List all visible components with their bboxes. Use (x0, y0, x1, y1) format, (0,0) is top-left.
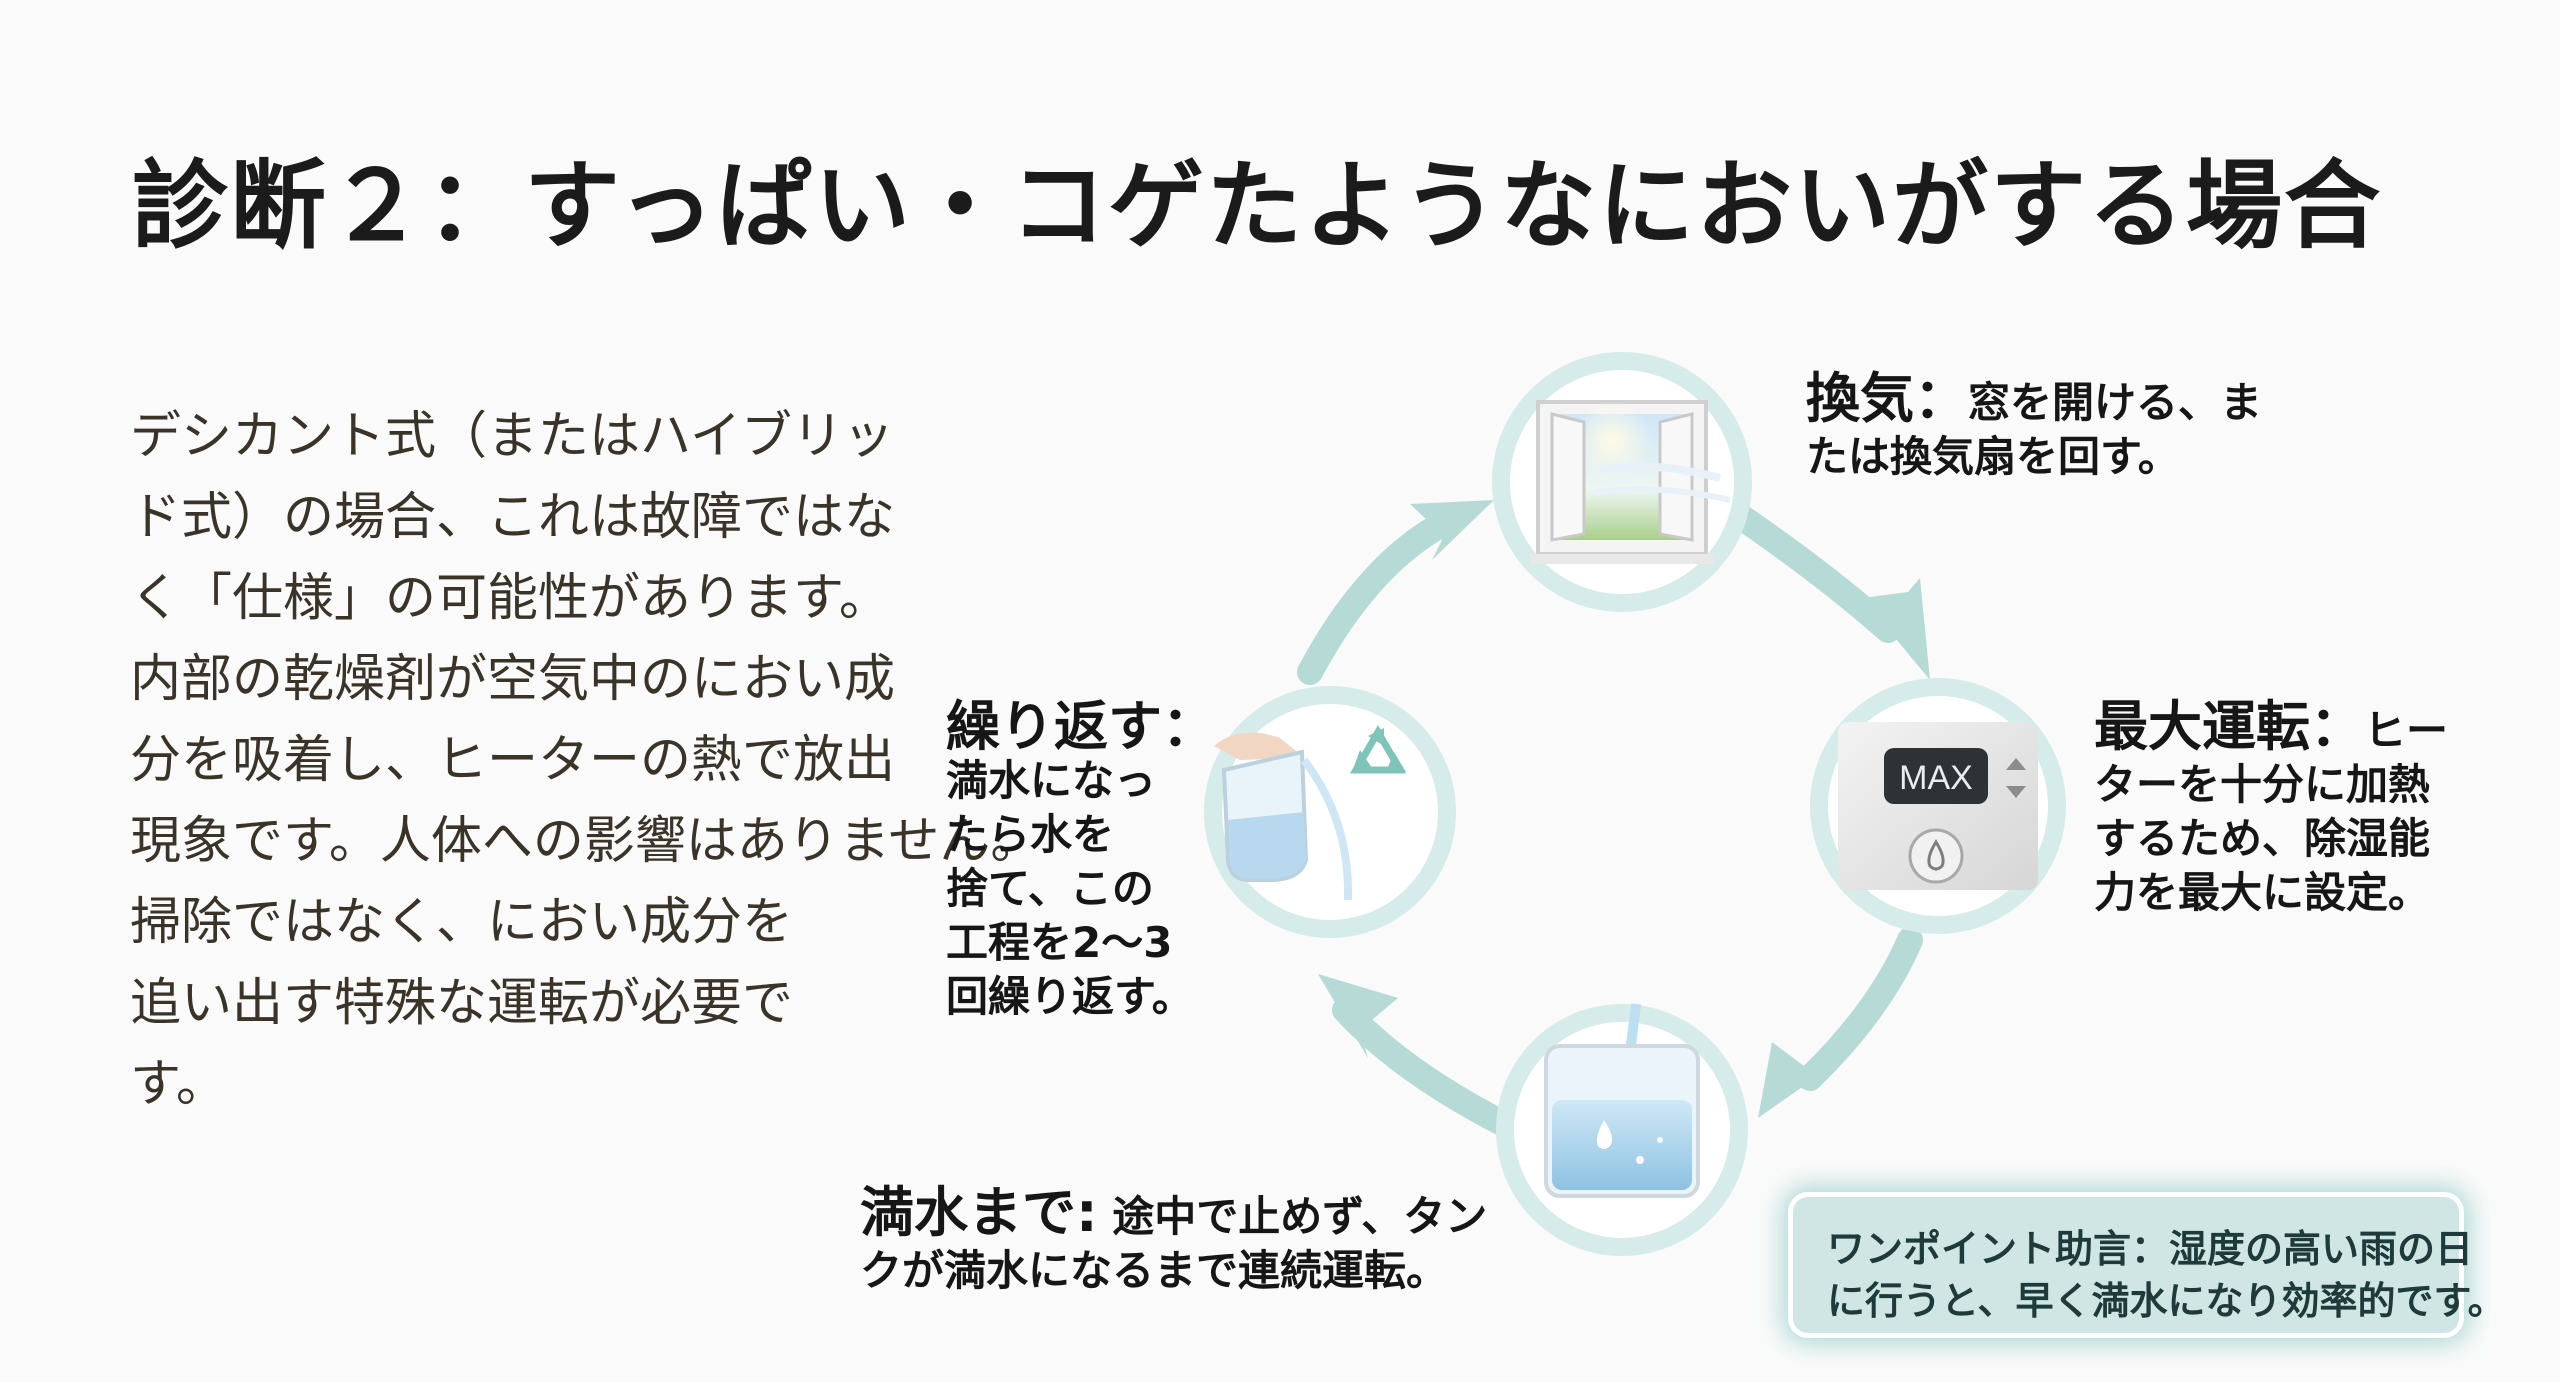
max-operation-node: MAX (1810, 678, 2066, 934)
window-icon (1530, 400, 1731, 564)
step-text: たは換気扇を回す。 (1806, 432, 2180, 481)
step-heading: 繰り返す： (946, 695, 1216, 758)
water-tank-icon (1544, 1003, 1700, 1198)
pouring-pitcher-icon (1214, 732, 1353, 901)
step-label-max-operation: 最大運転：ヒー ターを十分に加熱 するため、除湿能 力を最大に設定。 (2094, 700, 2448, 920)
step-text: するため、除湿能 (2094, 814, 2431, 863)
explanation-line: す。 (130, 1055, 227, 1114)
step-text: ヒー (2364, 706, 2449, 755)
explanation-line: 掃除ではなく、におい成分を (130, 893, 794, 952)
step-text: クが満水になるまで連続運転。 (860, 1246, 1449, 1295)
step-heading: 換気： (1806, 367, 1968, 430)
step-label-repeat: 繰り返す： 満水になっ たら水を 捨て、この 工程を2〜3 回繰り返す。 (946, 700, 1216, 1024)
arrowhead-repeat (1318, 974, 1398, 1058)
explanation-line: く「仕様」の可能性があります。 (130, 569, 890, 628)
explanation-line: 分を吸着し、ヒーターの熱で放出 (130, 731, 896, 790)
explanation-line: 内部の乾燥剤が空気中のにおい成 (130, 650, 896, 709)
arrow-max-to-full (1797, 927, 1923, 1091)
step-text: 回繰り返す。 (946, 972, 1194, 1021)
step-text: 捨て、この (946, 864, 1154, 913)
max-display: MAX (1899, 759, 1973, 797)
explanation-line: 現象です。人体への影響はありません。 (130, 812, 1042, 871)
arrow-full-to-repeat (1332, 997, 1513, 1135)
cycle-arrowheads (1318, 500, 1930, 1118)
tip-line: ワンポイント助言：湿度の高い雨の日 (1827, 1227, 2474, 1271)
ventilation-node (1492, 352, 1752, 612)
step-text: 満水になっ (946, 756, 1157, 805)
step-label-until-full: 満水まで: 途中で止めず、タン クが満水になるまで連続運転。 (860, 1186, 1487, 1298)
repeat-node (1204, 686, 1456, 938)
step-text: たら水を (946, 810, 1115, 859)
step-text: 窓を開ける、ま (1968, 378, 2263, 427)
arrowhead-full (1758, 1042, 1838, 1118)
tip-line: に行うと、早く満水になり効率的です。 (1827, 1279, 2506, 1323)
explanation-line: ド式）の場合、これは故障ではな (130, 488, 896, 547)
explanation-line: 追い出す特殊な運転が必要で (130, 974, 794, 1033)
step-text: 力を最大に設定。 (2094, 868, 2431, 917)
tip-box: ワンポイント助言：湿度の高い雨の日 に行うと、早く満水になり効率的です。 (1788, 1192, 2506, 1338)
arrowhead-max (1862, 578, 1930, 680)
dehumidifier-panel-icon: MAX (1838, 722, 2038, 890)
arrowhead-ventilation (1410, 500, 1494, 560)
step-text: 途中で止めず、タン (1097, 1192, 1488, 1241)
explanation-line: デシカント式（またはハイブリッ (130, 407, 894, 466)
step-text: 工程を2〜3 (946, 918, 1173, 967)
step-text: ターを十分に加熱 (2094, 760, 2431, 809)
arrow-ventilation-to-max (1715, 495, 1901, 643)
step-heading: 満水まで: (860, 1181, 1098, 1244)
arrow-repeat-to-ventilation (1297, 507, 1463, 685)
until-full-node (1496, 1003, 1748, 1256)
explanation-text: デシカント式（またはハイブリッ ド式）の場合、これは故障ではな く「仕様」の可能… (130, 396, 1042, 1125)
page-title: 診断２：すっぱい・コゲたようなにおいがする場合 (132, 150, 2383, 262)
step-heading: 最大運転： (2094, 695, 2364, 758)
step-label-ventilation: 換気：窓を開ける、ま たは換気扇を回す。 (1806, 372, 2262, 484)
recycle-icon (1349, 725, 1407, 774)
